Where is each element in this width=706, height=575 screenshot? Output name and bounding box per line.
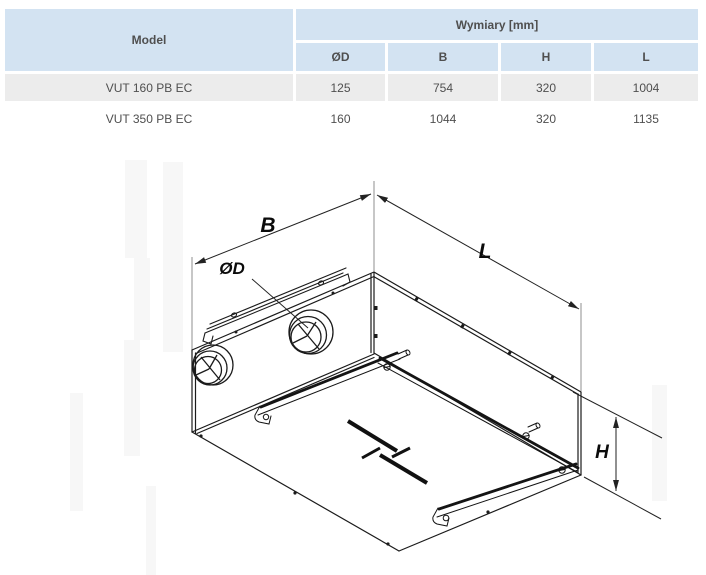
- col-header-b: B: [388, 43, 498, 71]
- value-cell: 160: [296, 104, 385, 133]
- value-cell: 320: [501, 104, 591, 133]
- bottom-rail-1: [254, 349, 411, 425]
- col-header-diameter: ØD: [296, 43, 385, 71]
- model-header-cell: Model: [5, 9, 293, 71]
- diameter-label: ØD: [219, 259, 245, 278]
- bottom-rail-2: [432, 462, 579, 527]
- edge-bolts: [199, 291, 555, 546]
- watermark-stripes: [70, 160, 667, 575]
- model-cell: VUT 350 PB EC: [5, 104, 293, 133]
- drawing-area: B L H ØD: [0, 145, 706, 575]
- diameter-callout: ØD: [219, 259, 309, 329]
- dimension-b: B: [194, 193, 372, 265]
- duct-spigot-2: [192, 344, 234, 386]
- col-header-h: H: [501, 43, 591, 71]
- b-label: B: [260, 214, 275, 237]
- value-cell: 1135: [594, 104, 698, 133]
- value-cell: 125: [296, 74, 385, 101]
- l-label: L: [479, 240, 492, 263]
- h-label: H: [595, 442, 610, 463]
- value-cell: 1004: [594, 74, 698, 101]
- right-face-bottom-rail: [377, 356, 580, 474]
- dimensions-table: Model Wymiary [mm] ØD B H L VUT 160 PB E…: [5, 9, 698, 133]
- value-cell: 320: [501, 74, 591, 101]
- ventilation-unit-isometric-drawing: B L H ØD: [70, 160, 667, 575]
- model-cell: VUT 160 PB EC: [5, 74, 293, 101]
- dimension-l: L: [376, 194, 580, 310]
- bottom-panel-mark: [346, 419, 429, 485]
- col-header-l: L: [594, 43, 698, 71]
- mounting-bracket: [202, 267, 351, 345]
- extension-lines: [191, 181, 582, 430]
- dimensions-header-cell: Wymiary [mm]: [296, 9, 698, 40]
- dimension-h: H: [572, 391, 663, 520]
- value-cell: 754: [388, 74, 498, 101]
- value-cell: 1044: [388, 104, 498, 133]
- duct-spigot-1: [288, 309, 334, 355]
